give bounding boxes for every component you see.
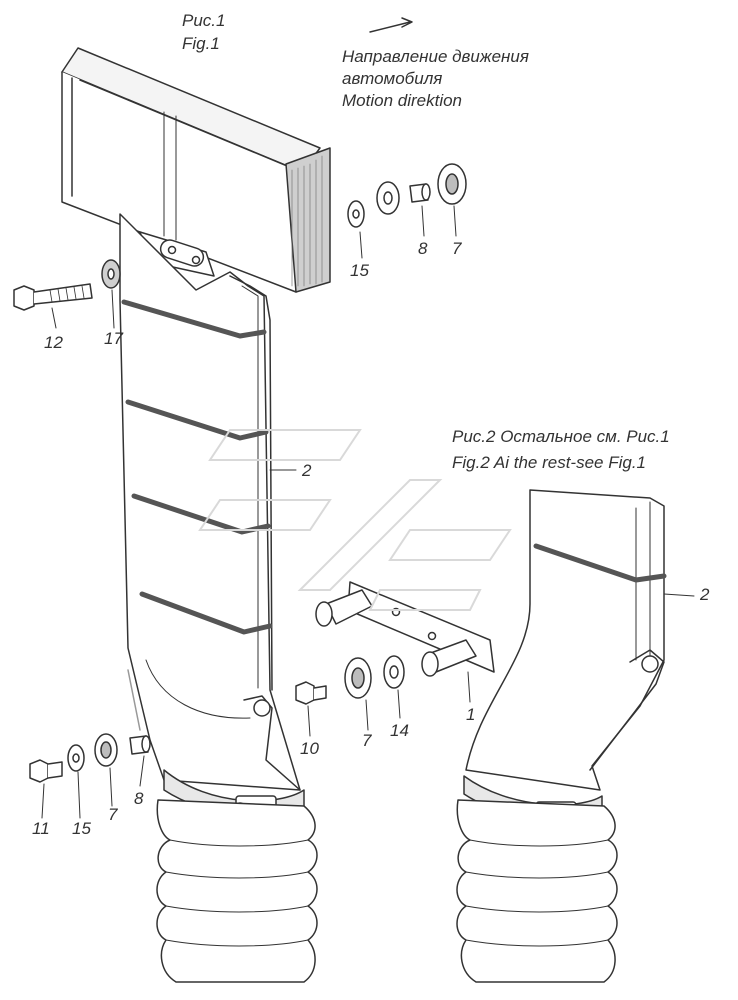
cup-7-top	[437, 163, 467, 205]
washer-14	[383, 655, 405, 689]
callout-14: 14	[390, 721, 409, 740]
callout-2-fig2: 2	[700, 585, 710, 604]
bushing-8-top	[409, 183, 431, 203]
motion-direction-label-en: Motion direktion	[342, 91, 463, 110]
cup-7-bottom	[94, 733, 118, 767]
callout-7-top: 7	[452, 239, 462, 258]
callout-8-bottom: 8	[134, 789, 144, 808]
bolt-11	[29, 759, 63, 783]
washer-17	[101, 259, 121, 289]
callout-7-bottom: 7	[108, 805, 118, 824]
bushing-8-bottom	[129, 735, 151, 755]
bellows-hose-fig2	[456, 775, 618, 983]
callout-11: 11	[32, 819, 50, 838]
callout-1: 1	[466, 705, 476, 724]
motion-direction-label-ru-line2: автомобиля	[342, 69, 443, 88]
bellows-hose-fig1	[156, 769, 318, 983]
washer-15-top	[347, 200, 365, 228]
air-duct-fig1	[119, 213, 301, 791]
air-intake-head	[61, 47, 331, 293]
motion-direction-arrow	[369, 17, 413, 33]
fig1-title-ru: Рис.1	[182, 11, 226, 30]
fig2-caption-en: Fig.2 Ai the rest-see Fig.1	[452, 453, 647, 472]
cup-7-middle	[344, 657, 372, 699]
callout-2-fig1: 2	[302, 461, 312, 480]
callout-17: 17	[104, 329, 123, 348]
callout-15-top: 15	[350, 261, 369, 280]
mounting-bracket	[139, 231, 215, 277]
callout-8-top: 8	[418, 239, 428, 258]
washer-15-bottom	[67, 744, 85, 772]
bolt-12	[13, 283, 93, 311]
callout-leaders	[41, 205, 695, 819]
callout-15-bottom: 15	[72, 819, 91, 838]
fig2-caption-ru: Рис.2 Остальное см. Рис.1	[452, 427, 670, 446]
fig1-title-en: Fig.1	[182, 34, 220, 53]
callout-12: 12	[44, 333, 63, 352]
air-duct-fig2	[465, 489, 667, 791]
washer-top	[376, 181, 400, 215]
watermark-logo	[198, 429, 512, 611]
callout-7-middle: 7	[362, 731, 372, 750]
bracket-1	[315, 581, 495, 677]
motion-direction-label-ru-line1: Направление движения	[342, 47, 529, 66]
callout-10: 10	[300, 739, 319, 758]
bolt-10	[295, 681, 327, 705]
